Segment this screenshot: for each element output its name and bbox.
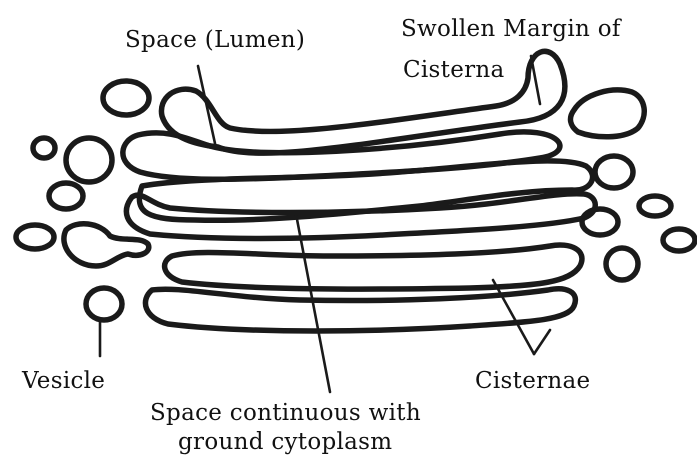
cisterna-5 <box>165 245 582 289</box>
label-cisternae: Cisternae <box>475 368 590 394</box>
label-lumen: Space (Lumen) <box>125 27 305 53</box>
vesicle-left-1 <box>103 81 149 115</box>
vesicle-right-3 <box>639 196 671 216</box>
vesicle-right-2 <box>595 156 633 188</box>
label-swollen-margin-line2: Cisterna <box>403 57 505 83</box>
vesicle-left-4 <box>49 183 83 209</box>
vesicle-left-3 <box>66 138 112 182</box>
cisternae-stack <box>123 51 595 331</box>
cisterna-4 <box>126 194 595 239</box>
label-cytoplasm-space-line2: ground cytoplasm <box>178 429 392 455</box>
vesicle-left-2 <box>33 138 55 158</box>
vesicle-right-5 <box>663 229 695 251</box>
cisterna-2 <box>123 132 560 179</box>
label-vesicle: Vesicle <box>21 368 105 394</box>
vesicle-right-1 <box>571 90 645 137</box>
vesicle-labeled <box>86 288 122 320</box>
vesicle-right-4 <box>582 209 618 235</box>
vesicle-right-6 <box>606 248 638 280</box>
leader-swollen-margin <box>531 56 540 104</box>
vesicle-left-5 <box>16 225 54 249</box>
leader-cisternae-b <box>534 330 550 354</box>
label-cytoplasm-space-line1: Space continuous with <box>150 400 421 426</box>
label-swollen-margin-line1: Swollen Margin of <box>401 16 622 42</box>
